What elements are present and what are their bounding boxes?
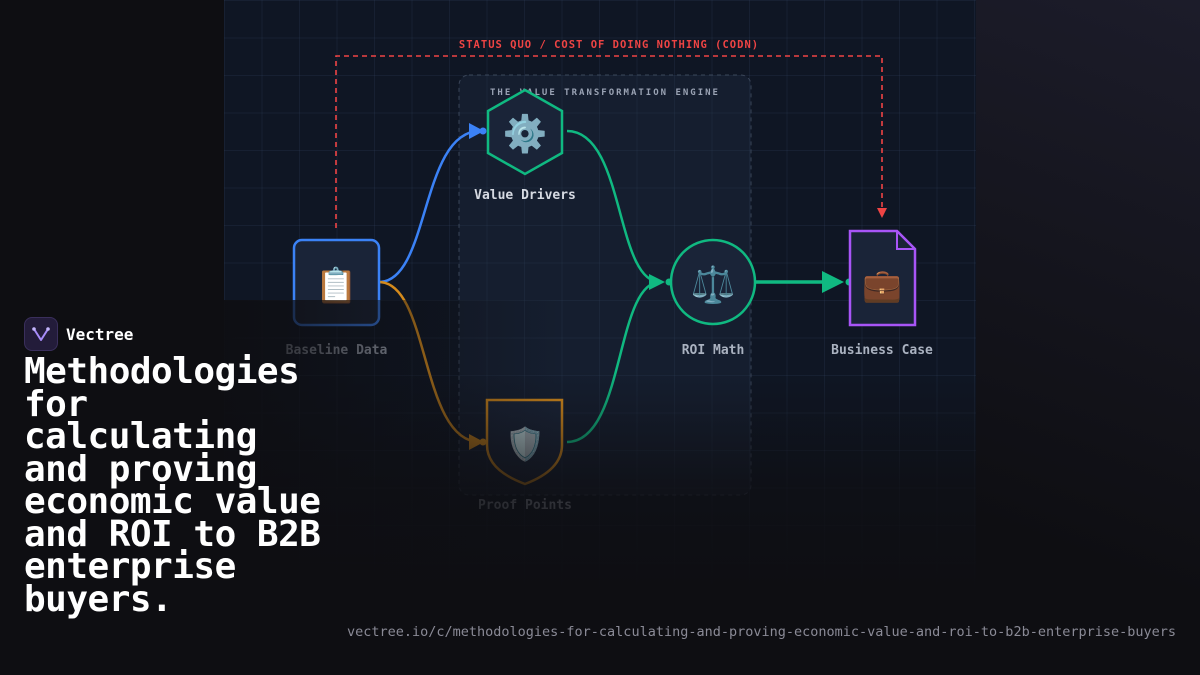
shield-icon: 🛡️ (505, 425, 545, 463)
node-baseline-data[interactable]: 📋 Baseline Data (286, 238, 388, 358)
codn-arrowhead (877, 208, 887, 218)
codn-label: STATUS QUO / COST OF DOING NOTHING (CODN… (459, 39, 759, 51)
page-url[interactable]: vectree.io/c/methodologies-for-calculati… (346, 624, 1176, 640)
proof-inlet-dot (479, 438, 487, 446)
roi-to-business-arrowhead (822, 271, 844, 293)
page-headline: Methodologies for calculating and provin… (24, 351, 321, 620)
proof-label: Proof Points (478, 498, 572, 513)
background-right (975, 0, 1200, 675)
briefcase-icon: 💼 (862, 266, 902, 304)
node-business-case[interactable]: 💼 Business Case (831, 229, 933, 358)
drivers-inlet-dot (479, 127, 487, 135)
scales-icon: ⚖️ (691, 264, 736, 306)
vectree-logo-icon (24, 317, 58, 351)
business-label: Business Case (831, 343, 933, 358)
clipboard-icon: 📋 (315, 266, 357, 306)
drivers-label: Value Drivers (474, 188, 576, 203)
brand-name: Vectree (66, 324, 134, 344)
gear-icon: ⚙️ (503, 113, 548, 155)
brand[interactable]: Vectree (24, 317, 133, 351)
node-proof-points[interactable]: 🛡️ Proof Points (478, 398, 572, 513)
roi-label: ROI Math (682, 343, 745, 358)
